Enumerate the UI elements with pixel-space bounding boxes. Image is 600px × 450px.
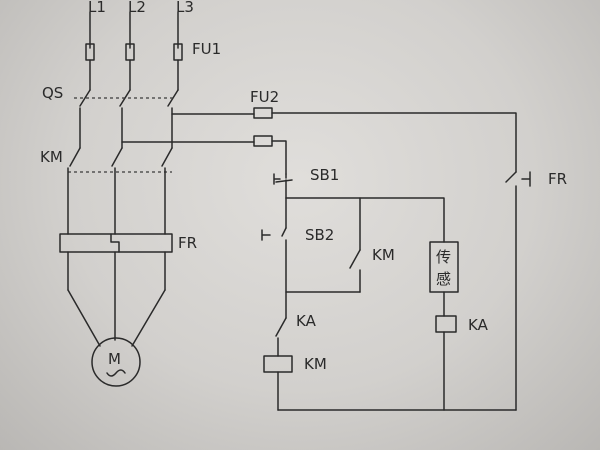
coil-ka	[435, 315, 457, 411]
label-sb2: SB2	[305, 226, 334, 244]
button-sb1	[273, 173, 293, 199]
coil-km	[263, 355, 293, 411]
sensor-block	[429, 241, 459, 317]
label-fu1: FU1	[192, 40, 221, 58]
label-km-main: KM	[40, 148, 63, 166]
label-fr-main: FR	[178, 234, 197, 252]
control-branch-wires	[285, 197, 445, 293]
label-km-coil: KM	[304, 355, 327, 373]
contact-fr	[505, 171, 531, 411]
switch-qs	[74, 89, 179, 149]
label-sb1: SB1	[310, 166, 339, 184]
label-fr-contact: FR	[548, 170, 567, 188]
label-l2: L2	[128, 0, 146, 16]
label-sensor-1: 传	[436, 248, 451, 266]
fuse-fu1	[85, 43, 183, 61]
label-km-hold: KM	[372, 246, 395, 264]
thermal-relay-fr-main	[59, 233, 173, 347]
label-ka-contact: KA	[296, 312, 317, 330]
button-sb2	[261, 227, 287, 319]
control-feed-wires	[121, 107, 517, 175]
label-l1: L1	[88, 0, 106, 16]
label-sensor-2: 感	[436, 270, 451, 288]
label-l3: L3	[176, 0, 194, 16]
motor	[91, 337, 141, 387]
three-phase-lines	[89, 11, 179, 91]
label-motor: M	[108, 350, 121, 368]
label-ka-coil: KA	[468, 316, 489, 334]
label-qs: QS	[42, 84, 63, 102]
contact-ka	[275, 317, 287, 357]
label-fu2: FU2	[250, 88, 279, 106]
contactor-km-main	[67, 147, 173, 235]
